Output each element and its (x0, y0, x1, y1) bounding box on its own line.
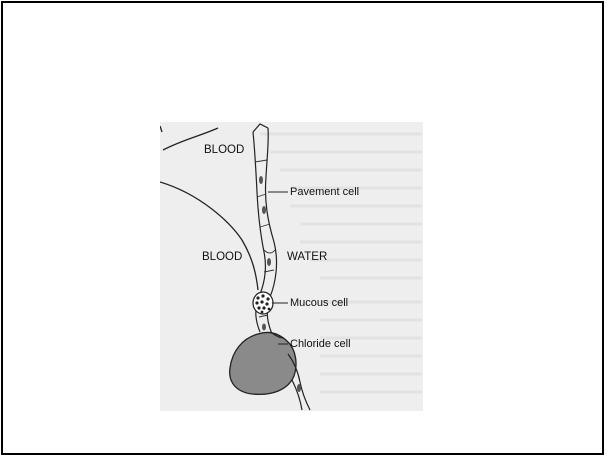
label-blood-lower: BLOOD (202, 251, 242, 263)
gill-epithelium-illustration (160, 122, 423, 411)
label-chloride-cell: Chloride cell (290, 338, 351, 350)
label-pavement-cell: Pavement cell (290, 186, 359, 198)
lower-cell-nucleus (297, 384, 301, 392)
label-water: WATER (287, 251, 327, 263)
mucous-cell (253, 292, 273, 314)
gill-epithelium-figure: BLOOD BLOOD WATER Pavement cell Mucous c… (160, 122, 423, 411)
slide-frame: BLOOD BLOOD WATER Pavement cell Mucous c… (1, 1, 604, 455)
label-mucous-cell: Mucous cell (290, 297, 348, 309)
label-blood-top: BLOOD (204, 144, 244, 156)
